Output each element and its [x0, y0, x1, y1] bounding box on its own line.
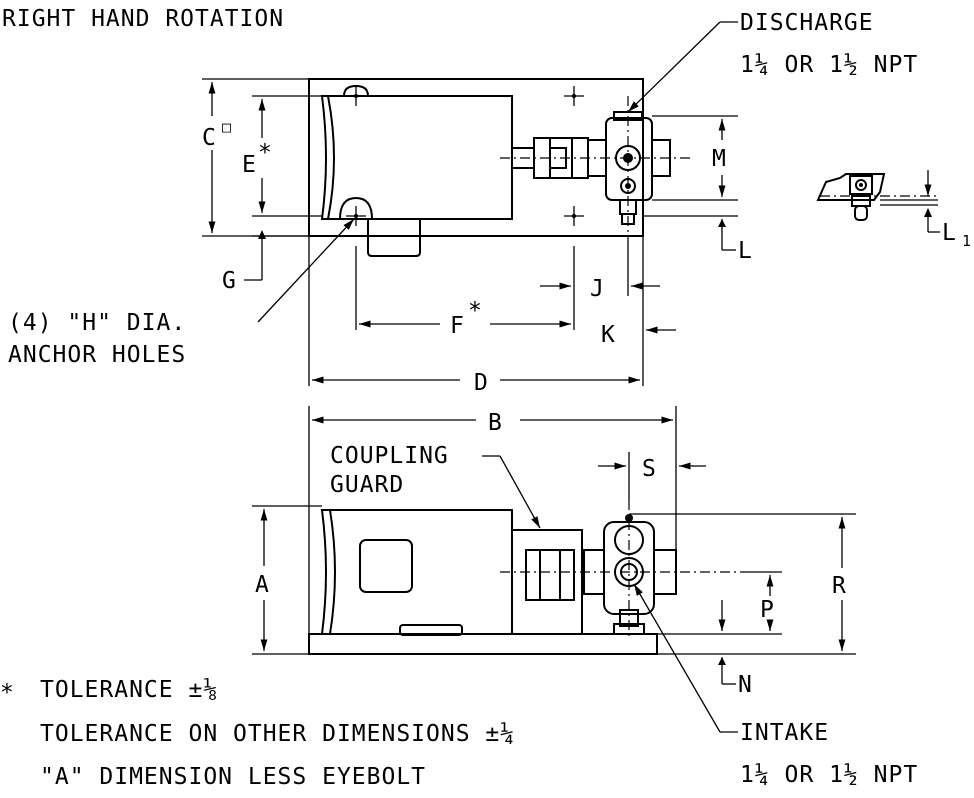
dim-e-asterisk: *	[258, 140, 273, 166]
note-tolerance-other: TOLERANCE ON OTHER DIMENSIONS ±¼	[40, 721, 515, 747]
dim-b-label: B	[488, 410, 503, 436]
top-view	[308, 78, 690, 257]
top-junction-box	[367, 219, 421, 257]
top-motor-body	[320, 95, 513, 220]
dim-l1-subscript: 1	[962, 232, 971, 250]
rotation-title: RIGHT HAND ROTATION	[2, 6, 284, 32]
dim-l-label: L	[738, 238, 753, 264]
intake-callout: INTAKE 1¼ OR 1½ NPT	[633, 583, 918, 788]
notes: * TOLERANCE ±⅛ TOLERANCE ON OTHER DIMENS…	[0, 677, 515, 790]
anchor-holes-line1: (4) "H" DIA.	[8, 310, 186, 336]
dim-m-label: M	[712, 146, 727, 172]
front-base	[308, 633, 658, 655]
anchor-holes-callout: (4) "H" DIA. ANCHOR HOLES	[8, 218, 355, 368]
coupling-guard-callout: COUPLING GUARD	[330, 443, 541, 529]
dim-e-label: E	[242, 152, 257, 178]
dim-g-label: G	[222, 268, 237, 294]
note-a-dimension: "A" DIMENSION LESS EYEBOLT	[40, 764, 426, 790]
dim-l1-label: L	[942, 220, 957, 246]
dim-d-label: D	[474, 370, 489, 396]
coupling-guard	[511, 529, 583, 635]
top-dimensions: C □ E * G F * J K M	[202, 78, 753, 396]
discharge-label: DISCHARGE	[740, 10, 874, 36]
top-base-plate	[308, 78, 644, 237]
front-dimensions: B S A R P N	[252, 406, 856, 698]
dim-j-label: J	[590, 276, 605, 302]
dim-f-label: F	[450, 313, 465, 339]
intake-size: 1¼ OR 1½ NPT	[740, 762, 918, 788]
dim-c-label: C	[202, 125, 217, 151]
note-tolerance-primary: TOLERANCE ±⅛	[40, 677, 218, 703]
front-motor-box	[359, 539, 413, 593]
coupling-guard-line2: GUARD	[330, 472, 404, 498]
intake-label: INTAKE	[740, 720, 829, 746]
dim-s-label: S	[642, 456, 657, 482]
discharge-size: 1¼ OR 1½ NPT	[740, 52, 918, 78]
front-pump	[583, 514, 677, 635]
discharge-callout: DISCHARGE 1¼ OR 1½ NPT	[627, 10, 918, 113]
dim-r-label: R	[832, 573, 847, 599]
dim-k-label: K	[601, 322, 616, 348]
dim-f-asterisk: *	[468, 298, 483, 324]
dim-p-label: P	[760, 597, 775, 623]
coupling-guard-line1: COUPLING	[330, 443, 449, 469]
note-asterisk: *	[0, 680, 15, 706]
anchor-holes-line2: ANCHOR HOLES	[8, 342, 186, 368]
dim-c-square: □	[222, 118, 231, 136]
front-motor	[320, 509, 513, 635]
front-view	[308, 500, 740, 655]
dim-n-label: N	[738, 672, 753, 698]
dim-a-label: A	[255, 572, 270, 598]
top-pump	[587, 111, 671, 225]
l1-detail: L 1	[816, 170, 971, 250]
